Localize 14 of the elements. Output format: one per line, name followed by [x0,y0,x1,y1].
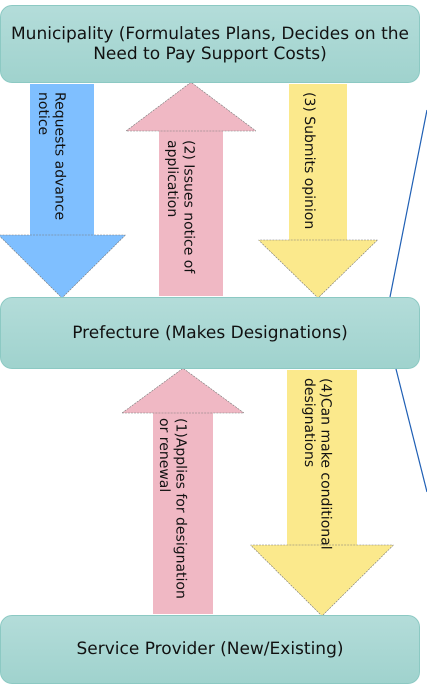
block-arrow [122,368,244,614]
block-arrow [126,82,256,296]
entity-box: Prefecture (Makes Designations) [0,297,420,369]
leader-line [395,368,427,492]
edge-label: (4)Can make conditional designations [300,378,334,552]
edge-label: (2) Issues notice of application [163,140,197,276]
edge-label: (1)Applies for designation or renewal [155,418,189,601]
block-arrow [0,84,126,298]
leader-line [389,110,427,298]
entity-box: Municipality (Formulates Plans, Decides on the Need to Pay Support Costs) [0,5,420,83]
entity-box: Service Provider (New/Existing) [0,615,420,684]
block-arrow [258,84,378,298]
edge-label: (3) Submits opinion [300,92,317,232]
edge-label: Requests advance notice [34,92,68,222]
